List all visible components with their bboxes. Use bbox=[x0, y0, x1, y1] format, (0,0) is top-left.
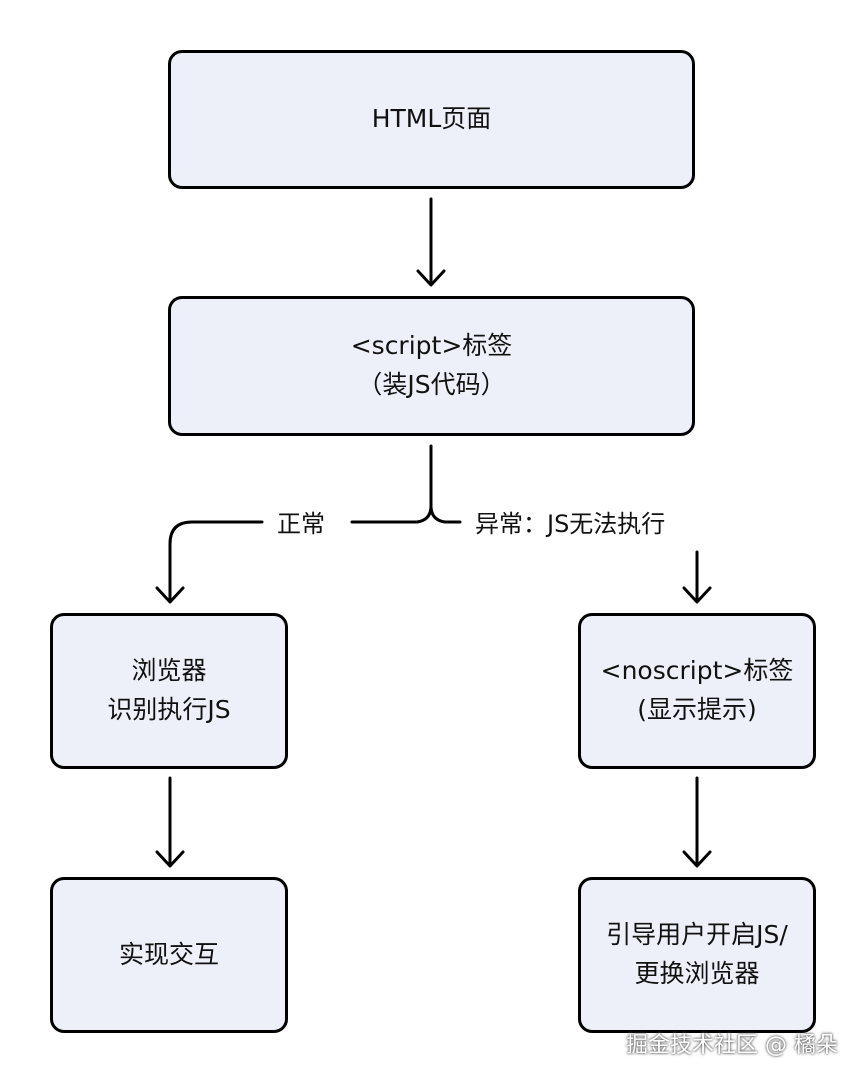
line-normal-left bbox=[168, 520, 264, 603]
arrowhead-abnormal bbox=[682, 586, 712, 604]
arrowhead-noscript-to-guide bbox=[682, 850, 712, 868]
node-browser-exec: 浏览器 识别执行JS bbox=[50, 613, 288, 769]
edge-label-normal: 正常 bbox=[277, 510, 325, 538]
node-sublabel: （装JS代码） bbox=[357, 370, 506, 399]
node-guide-user: 引导用户开启JS/ 更换浏览器 bbox=[578, 877, 816, 1033]
node-label: 浏览器 bbox=[131, 656, 207, 686]
watermark: 掘金技术社区 @ 橘朵 bbox=[626, 1033, 838, 1058]
node-label: 引导用户开启JS/ bbox=[606, 920, 788, 950]
node-label: <script>标签 bbox=[350, 331, 513, 361]
node-sublabel: 更换浏览器 bbox=[634, 959, 760, 988]
node-label: HTML页面 bbox=[371, 104, 492, 134]
brace-split bbox=[415, 444, 447, 524]
node-label: <noscript>标签 bbox=[600, 656, 794, 686]
edge-label-abnormal: 异常：JS无法执行 bbox=[475, 510, 666, 538]
node-label: 实现交互 bbox=[118, 939, 219, 969]
node-noscript-tag: <noscript>标签 (显示提示) bbox=[578, 613, 816, 769]
arrowhead-exec-to-interaction bbox=[155, 850, 185, 868]
node-interaction: 实现交互 bbox=[50, 877, 288, 1033]
node-script-tag: <script>标签 （装JS代码） bbox=[168, 296, 695, 436]
node-sublabel: (显示提示) bbox=[637, 695, 757, 724]
arrowhead-html-to-script bbox=[416, 269, 446, 287]
arrowhead-normal bbox=[155, 586, 185, 604]
node-sublabel: 识别执行JS bbox=[107, 695, 231, 724]
node-html-page: HTML页面 bbox=[168, 50, 695, 189]
